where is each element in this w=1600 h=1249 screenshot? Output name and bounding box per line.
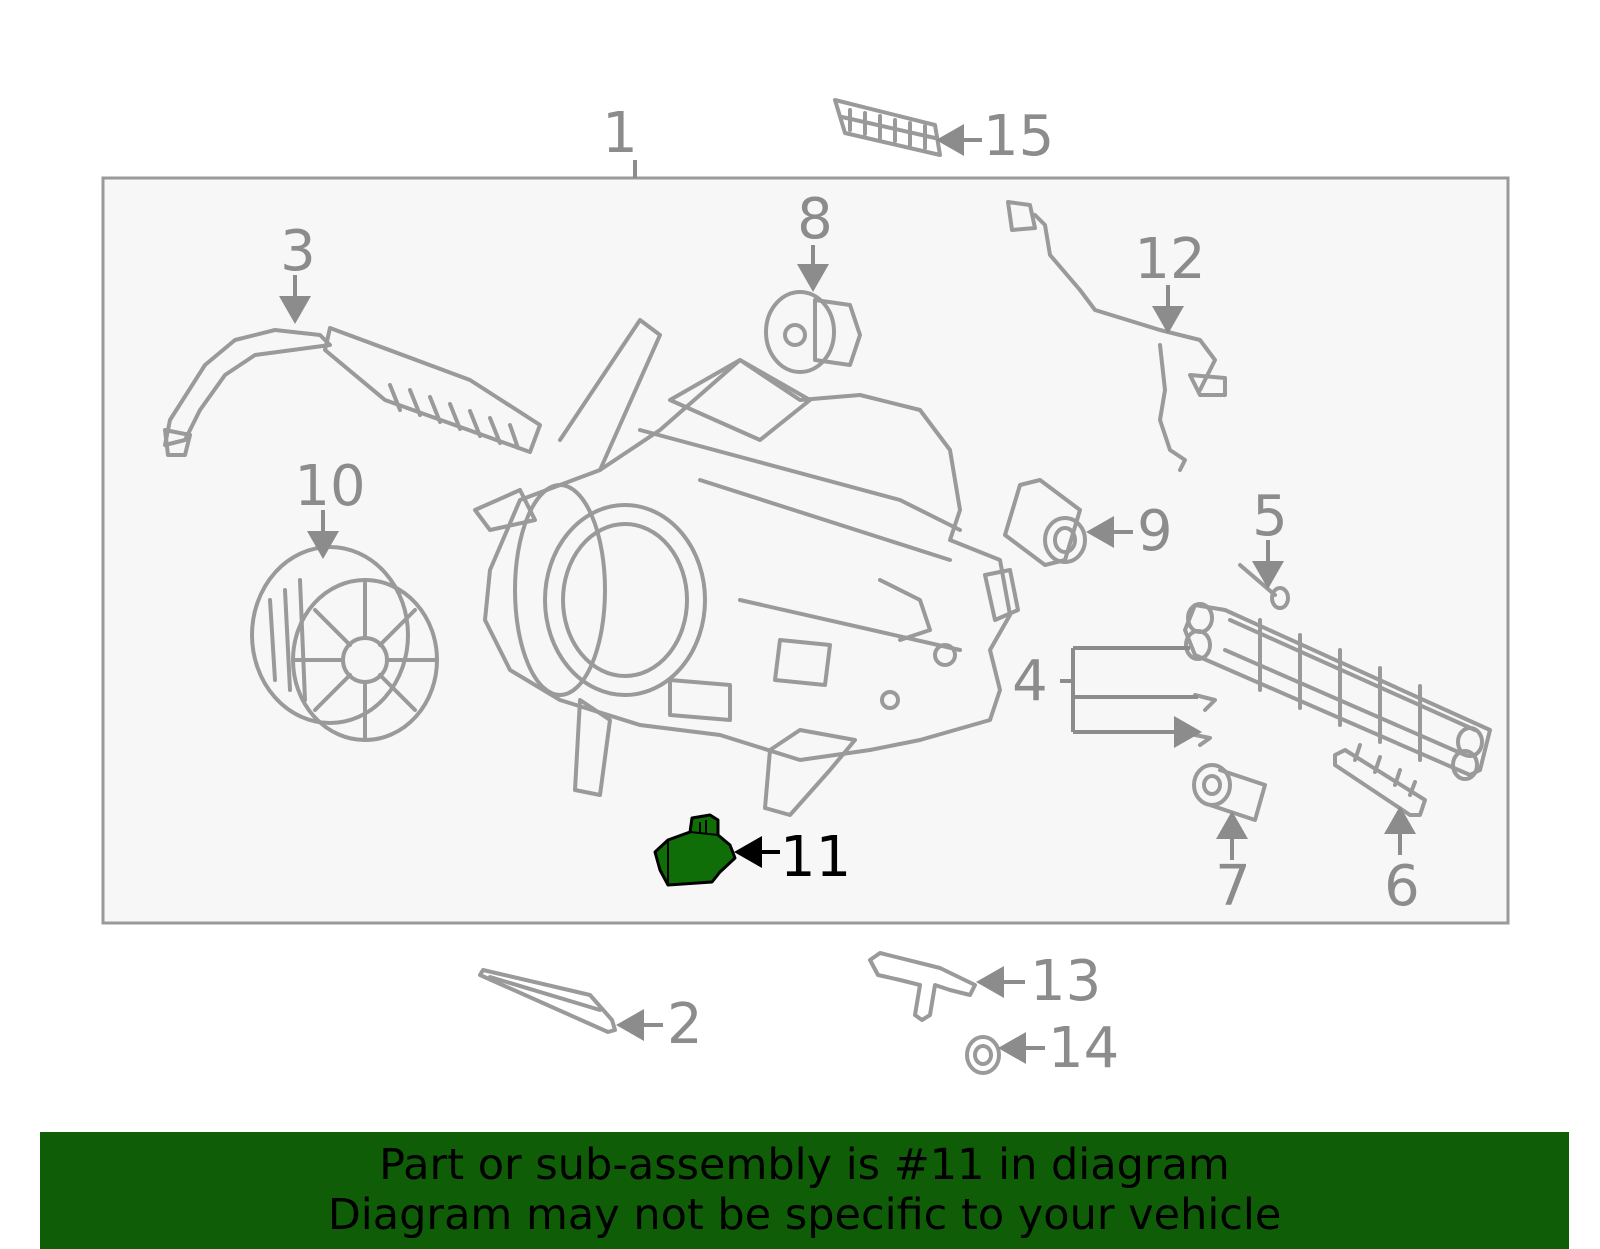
part-3-heater-core (163, 326, 542, 457)
part-14-grommet (965, 1035, 1001, 1075)
banner-line-2: Diagram may not be specific to your vehi… (327, 1190, 1282, 1240)
parts-diagram: 1 15 3 8 12 10 (101, 98, 1510, 1081)
label-12: 12 (1134, 227, 1205, 292)
label-3: 3 (280, 219, 316, 284)
part-15-grille (833, 98, 942, 157)
label-5: 5 (1252, 484, 1288, 549)
label-11: 11 (780, 825, 851, 890)
part-12-wire-harness (1006, 200, 1227, 472)
label-15: 15 (983, 104, 1054, 169)
leader-4-arrows (1175, 646, 1198, 732)
banner-line-1: Part or sub-assembly is #11 in diagram (379, 1140, 1230, 1190)
hvac-housing (473, 318, 1020, 817)
part-13-duct (868, 951, 977, 1022)
label-2: 2 (667, 992, 703, 1057)
part-8-actuator (764, 290, 862, 374)
leader-4 (1060, 646, 1195, 734)
label-8: 8 (797, 187, 833, 252)
label-7: 7 (1215, 854, 1251, 919)
label-13: 13 (1030, 949, 1101, 1014)
part-2-filter (478, 968, 617, 1034)
label-9: 9 (1137, 499, 1173, 564)
label-6: 6 (1384, 854, 1420, 919)
info-banner: Part or sub-assembly is #11 in diagram D… (40, 1132, 1569, 1249)
part-9-servo (1003, 478, 1087, 567)
part-11-blower-resistor (653, 813, 737, 887)
label-10: 10 (294, 454, 365, 519)
label-14: 14 (1048, 1016, 1119, 1081)
label-4: 4 (1012, 649, 1048, 714)
label-1: 1 (602, 101, 638, 166)
part-6-bracket (1333, 743, 1427, 817)
